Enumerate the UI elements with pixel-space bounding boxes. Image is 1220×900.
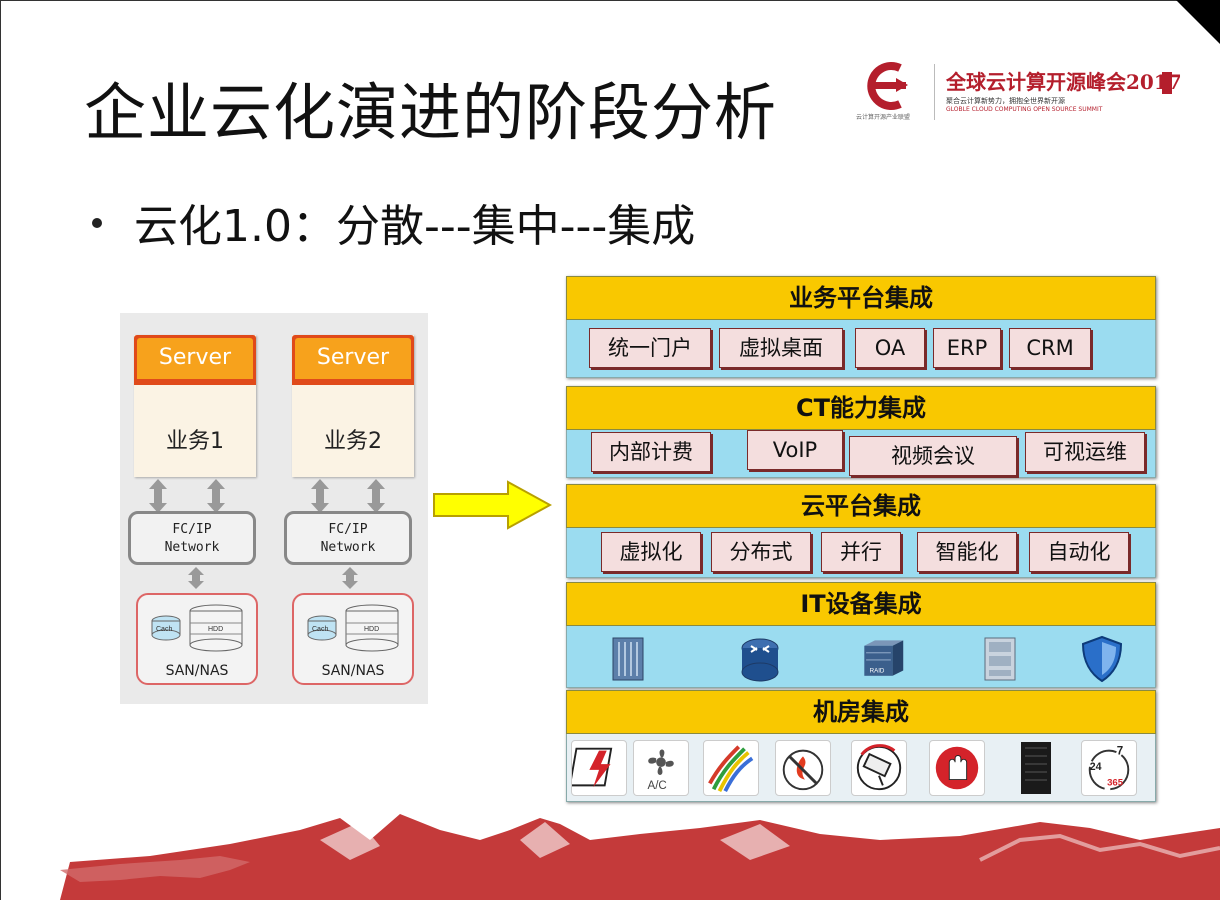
chip-oa: OA	[855, 328, 925, 368]
summit-english-name: GLOBLE CLOUD COMPUTING OPEN SOURCE SUMMI…	[946, 106, 1103, 113]
logo-tag	[1162, 72, 1172, 94]
service-hours: 24	[1090, 761, 1102, 773]
power-icon	[571, 740, 627, 796]
layer-cloud-platform: 云平台集成 虚拟化 分布式 并行 智能化 自动化	[566, 484, 1156, 578]
service-days: 7	[1117, 746, 1123, 758]
chip-automation: 自动化	[1029, 532, 1129, 572]
chip-intelligent: 智能化	[917, 532, 1017, 572]
server-box-1: Server 业务1	[134, 335, 256, 477]
layer-title: 机房集成	[566, 690, 1156, 734]
server-header: Server	[137, 338, 253, 379]
layer-it-equipment: IT设备集成 RAID	[566, 582, 1156, 688]
ac-label: A/C	[648, 780, 667, 792]
fire-protection-icon	[775, 740, 831, 796]
chip-parallel: 并行	[821, 532, 901, 572]
service-year: 365	[1107, 777, 1124, 788]
cabinet-icon	[1021, 742, 1051, 794]
chip-voip: VoIP	[747, 430, 843, 470]
bullet-text: 云化1.0：分散---集中---集成	[134, 201, 696, 252]
double-arrow-icon	[207, 479, 225, 513]
chip-distributed: 分布式	[711, 532, 811, 572]
transition-arrow-icon	[433, 480, 552, 530]
storage-disks-icon: Cach HDD	[151, 604, 243, 652]
chip-virtual-desktop: 虚拟桌面	[719, 328, 843, 368]
san-nas-storage-2: Cach HDD SAN/NAS	[292, 593, 414, 685]
cache-label: Cach	[156, 626, 172, 633]
distributed-architecture-panel: Server 业务1 Server 业务2 FC/IP Network FC/I…	[120, 313, 428, 704]
great-wall-mountain-decoration	[60, 814, 1220, 900]
storage-label: SAN/NAS	[165, 663, 229, 679]
fc-ip-network-1: FC/IP Network	[128, 511, 256, 565]
server-business-label: 业务1	[166, 429, 224, 454]
summit-logo: 云计算开源产业联盟 全球云计算开源峰会2017 聚合云计算新势力，拥抱全世界新开…	[856, 58, 1182, 128]
24x7-service-icon: 24 7 365	[1081, 740, 1137, 796]
layer-business-platform: 业务平台集成 统一门户 虚拟桌面 OA ERP CRM	[566, 276, 1156, 378]
server-header: Server	[295, 338, 411, 379]
network-label-line2: Network	[164, 540, 220, 555]
hdd-label: HDD	[364, 626, 379, 633]
server-box-2: Server 业务2	[292, 335, 414, 477]
alliance-caption: 云计算开源产业联盟	[856, 114, 911, 121]
network-label-line1: FC/IP	[172, 522, 212, 537]
double-arrow-icon	[342, 567, 358, 589]
layer-title: 业务平台集成	[566, 276, 1156, 320]
chip-unified-portal: 统一门户	[589, 328, 711, 368]
access-control-icon	[929, 740, 985, 796]
fc-ip-network-2: FC/IP Network	[284, 511, 412, 565]
layer-body: 内部计费 VoIP 视频会议 可视运维	[566, 430, 1156, 478]
chip-video-conference: 视频会议	[849, 436, 1017, 476]
chip-visual-ops: 可视运维	[1025, 432, 1145, 472]
integration-layers-diagram: 业务平台集成 统一门户 虚拟桌面 OA ERP CRM CT能力集成 内部计费 …	[566, 276, 1156, 802]
layer-body: A/C	[566, 734, 1156, 802]
summit-slogan: 聚合云计算新势力，拥抱全世界新开源	[946, 97, 1065, 105]
chip-internal-billing: 内部计费	[591, 432, 711, 472]
bullet-dot	[92, 218, 102, 228]
layer-title: IT设备集成	[566, 582, 1156, 626]
switch-icon	[984, 637, 1016, 681]
cache-label: Cach	[312, 626, 328, 633]
air-conditioner-icon: A/C	[633, 740, 689, 796]
server-business-label: 业务2	[324, 429, 382, 454]
double-arrow-icon	[149, 479, 167, 513]
cabling-icon	[703, 740, 759, 796]
layer-ct-capability: CT能力集成 内部计费 VoIP 视频会议 可视运维	[566, 386, 1156, 478]
alliance-logo-icon	[867, 62, 908, 110]
summit-brand: 全球云计算开源峰会2017	[946, 70, 1182, 94]
layer-title: 云平台集成	[566, 484, 1156, 528]
corner-decoration	[1176, 0, 1220, 44]
server-rack-icon	[612, 637, 644, 681]
layer-body: RAID	[566, 626, 1156, 688]
router-icon	[741, 638, 779, 682]
chip-crm: CRM	[1009, 328, 1091, 368]
double-arrow-icon	[311, 479, 329, 513]
san-nas-storage-1: Cach HDD SAN/NAS	[136, 593, 258, 685]
raid-storage-icon: RAID	[864, 640, 904, 676]
network-label-line2: Network	[320, 540, 376, 555]
hdd-label: HDD	[208, 626, 223, 633]
slide-title: 企业云化演进的阶段分析	[84, 76, 778, 149]
camera-surveillance-icon	[851, 740, 907, 796]
layer-body: 统一门户 虚拟桌面 OA ERP CRM	[566, 320, 1156, 378]
raid-label: RAID	[870, 667, 885, 674]
storage-label: SAN/NAS	[321, 663, 385, 679]
bullet-point: 云化1.0：分散---集中---集成	[92, 190, 695, 254]
double-arrow-icon	[188, 567, 204, 589]
chip-erp: ERP	[933, 328, 1001, 368]
security-shield-icon	[1081, 635, 1123, 683]
logo-divider	[934, 64, 935, 120]
chip-virtualization: 虚拟化	[601, 532, 701, 572]
double-arrow-icon	[367, 479, 385, 513]
storage-disks-icon: Cach HDD	[307, 604, 399, 652]
network-label-line1: FC/IP	[328, 522, 368, 537]
connector-arrows	[149, 479, 385, 589]
layer-body: 虚拟化 分布式 并行 智能化 自动化	[566, 528, 1156, 578]
layer-title: CT能力集成	[566, 386, 1156, 430]
layer-machine-room: 机房集成 A/C	[566, 690, 1156, 802]
